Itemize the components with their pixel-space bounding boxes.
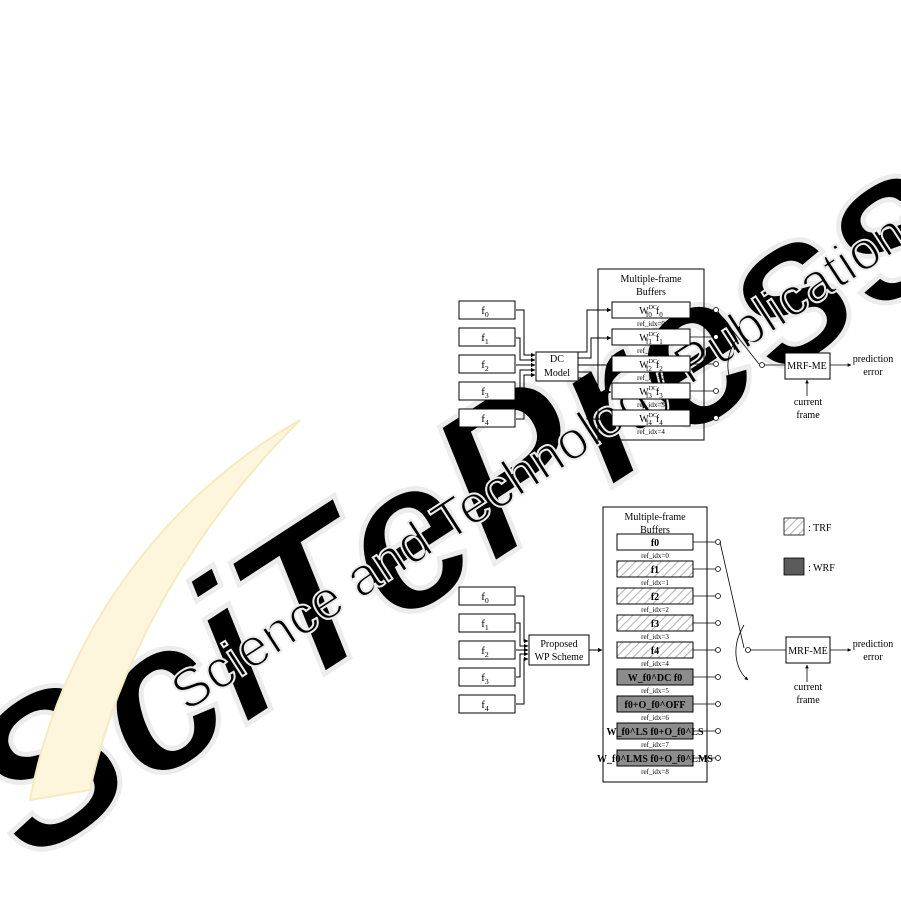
watermark-swoosh [28,419,301,802]
ref-idx-label: ref_idx=1 [641,579,669,587]
ref-idx-label: ref_idx=3 [641,633,669,641]
wp-scheme-label-2: WP Scheme [535,652,584,663]
buffer-tap [713,334,719,340]
ref-idx-label: ref_idx=2 [637,374,665,382]
input-frame-label: f0 [481,305,489,319]
mrf-me-box-2 [785,636,831,664]
buffer-tap [715,566,721,572]
mrf-me-label: MRF-ME [787,361,826,372]
buffer-tap [713,307,719,313]
prediction-error-label-2-1: prediction [853,639,894,650]
buffer-tap [713,361,719,367]
buffer-slot-label: f1 [651,565,659,576]
ref-idx-label: ref_idx=6 [641,714,669,722]
current-frame-label-2-1: current [794,682,823,693]
switch-node [759,362,765,368]
buffer-tap [713,388,719,394]
dc-model-box [535,351,579,382]
buffer-title-2-1: Multiple-frame [624,512,686,523]
dc-model-label-1: DC [550,354,564,365]
buffer-tap [715,755,721,761]
watermark: SciTePress Science and Technology Public… [0,92,901,907]
input-frame-box [458,381,516,401]
current-frame-label-1: current [794,397,823,408]
legend-trf-label: : TRF [808,523,832,534]
buffer-tap [715,701,721,707]
input-frame-label: f0 [481,591,489,605]
input-frame-box [458,408,516,428]
diagram-bottom: f0 f1 f2 f3 f4 Proposed WP Scheme Multiple-f… [458,506,894,783]
buffer-tap [715,539,721,545]
legend-wrf-label: : WRF [808,563,835,574]
buffer-slot-label: f2 [651,592,659,603]
legend-wrf-swatch [783,557,805,576]
prediction-error-label-2: error [863,367,883,378]
wp-scheme-box [528,634,590,666]
current-frame-label-2: frame [796,410,820,421]
ref-idx-label: ref_idx=7 [641,741,669,749]
buffer-container [597,268,705,441]
current-frame-label-2-2: frame [796,695,820,706]
buffer-slot-label: f3 [651,619,659,630]
input-frame-label: f4 [481,699,489,713]
input-frame-box [458,667,516,687]
wp-scheme-label-1: Proposed [540,639,577,650]
ref-idx-label: ref_idx=1 [637,347,665,355]
buffer-tap [715,593,721,599]
ref-idx-label: ref_idx=4 [641,660,669,668]
prediction-error-label-1: prediction [853,354,894,365]
buffer-slot-label: W_f0^DC f0 [628,673,682,684]
ref-idx-label: ref_idx=3 [637,401,665,409]
input-frame-box [458,586,516,606]
buffer-title-2-2: Buffers [640,525,670,536]
buffer-slot-label: f0 [651,538,659,549]
input-frame-box [458,327,516,347]
buffer-tap [715,674,721,680]
switch-node-2 [745,647,751,653]
input-frame-label: f2 [481,645,489,659]
diagram-top: f0 f1 f2 f3 f4 DC Model Multiple-frame Buffe… [458,268,894,441]
input-frame-label: f3 [481,672,489,686]
legend-trf-swatch [783,517,805,536]
buffer-title-1: Multiple-frame [620,274,682,285]
input-frame-box [458,354,516,374]
input-frame-box [458,613,516,633]
buffer-slot-label: f0+O_f0^OFF [625,700,686,711]
buffer-tap [713,415,719,421]
input-frame-box [458,300,516,320]
buffer-title-2: Buffers [636,287,666,298]
ref-idx-label: ref_idx=0 [637,320,665,328]
buffer-slot-label: W_f0^LMS f0+O_f0^LMS [597,754,713,765]
input-frame-box [458,694,516,714]
mrf-me-label-2: MRF-ME [788,646,827,657]
input-frame-label: f3 [481,386,489,400]
buffer-slot-label: f4 [651,646,659,657]
ref-idx-label: ref_idx=5 [641,687,669,695]
ref-idx-label: ref_idx=8 [641,768,669,776]
input-frame-label: f1 [481,618,489,632]
prediction-error-label-2-2: error [863,652,883,663]
input-frame-label: f1 [481,332,489,346]
input-frame-label: f2 [481,359,489,373]
input-frame-box [458,640,516,660]
mrf-me-box [784,352,831,380]
buffer-tap [715,728,721,734]
input-frame-label: f4 [481,413,489,427]
ref-idx-label: ref_idx=2 [641,606,669,614]
buffer-tap [715,647,721,653]
buffer-container-2 [602,506,708,783]
ref-idx-label: ref_idx=0 [641,552,669,560]
ref-idx-label: ref_idx=4 [637,428,665,436]
buffer-tap [715,620,721,626]
dc-model-label-2: Model [544,368,570,379]
buffer-slot-label: W_f0^LS f0+O_f0^LS [606,727,703,738]
